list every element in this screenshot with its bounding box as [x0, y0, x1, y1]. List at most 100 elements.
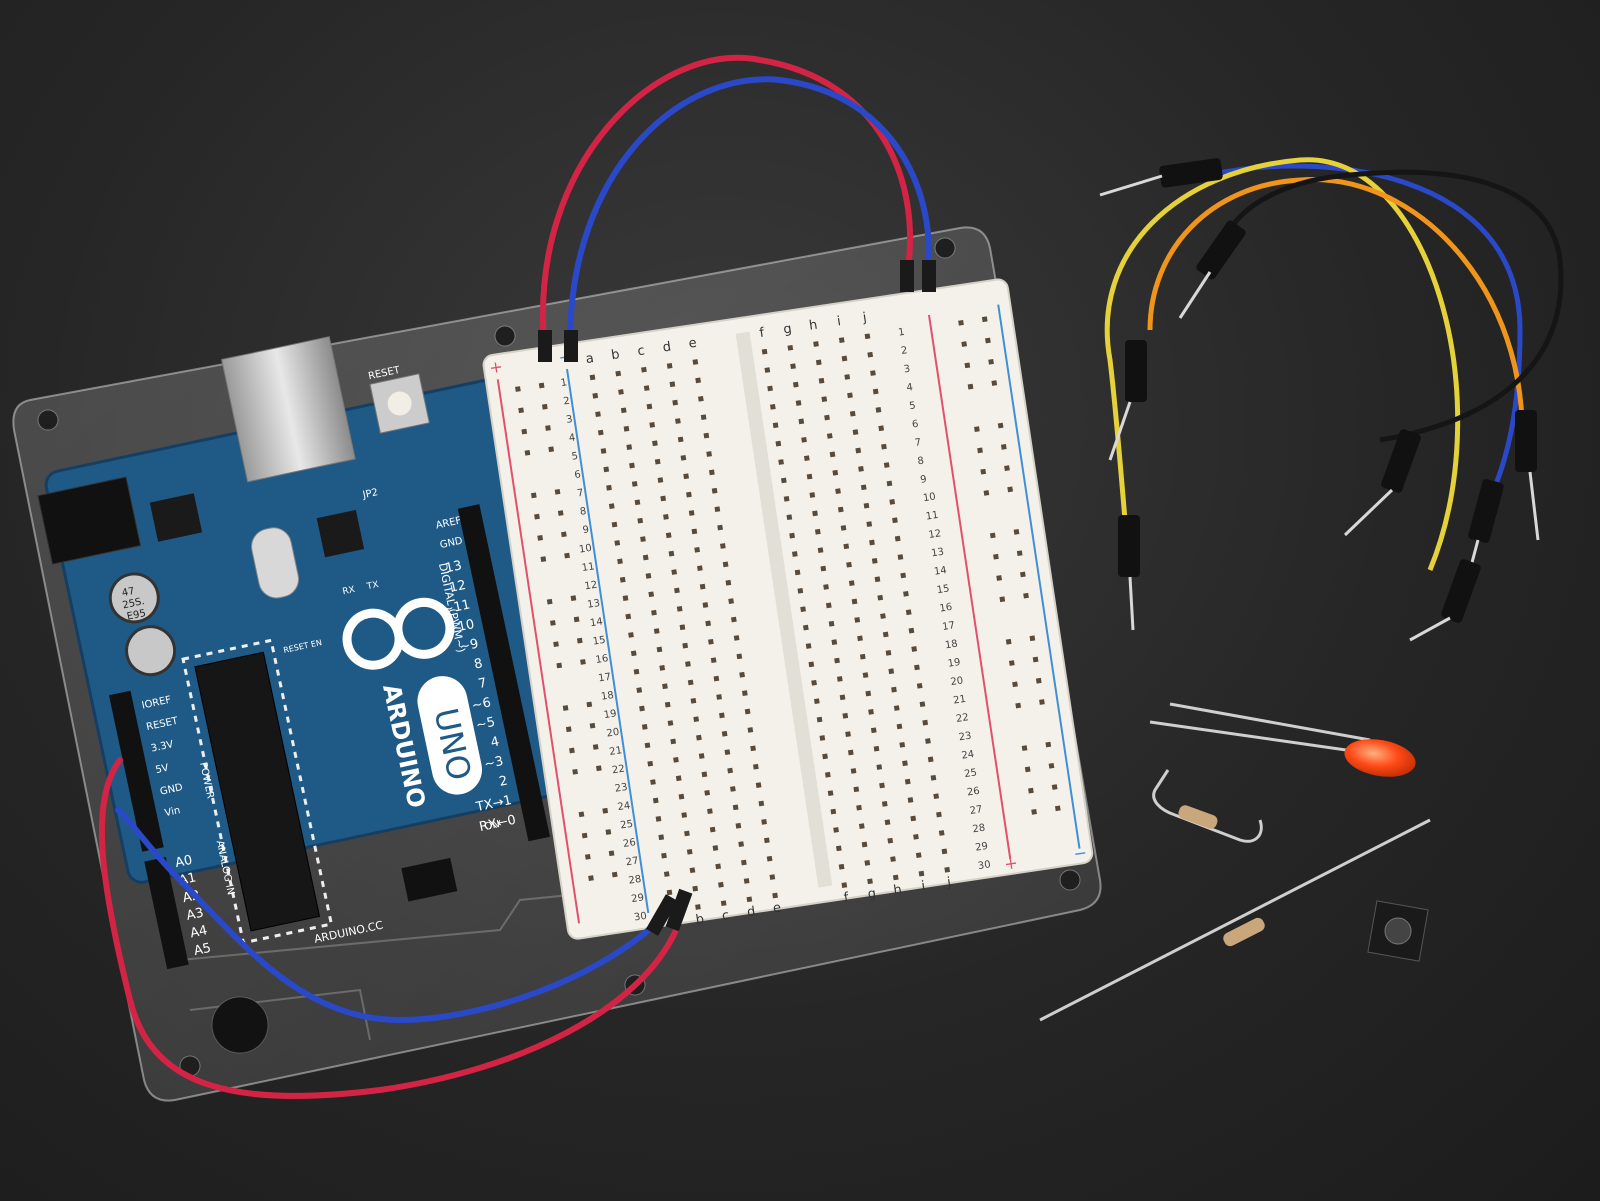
wire-pin [1128, 576, 1135, 631]
mounting-hole [494, 325, 516, 347]
breadboard-hole [853, 786, 860, 793]
rail-hole [961, 341, 968, 347]
wire-connector [1159, 158, 1223, 188]
rail-hole [561, 531, 567, 538]
mounting-hole [37, 409, 59, 431]
row-number-left: 24 [617, 800, 631, 813]
breadboard-hole [919, 701, 926, 708]
power-rail-minus [566, 368, 650, 914]
breadboard-hole [862, 672, 869, 678]
rail-hole [1051, 784, 1058, 790]
row-number-right: 5 [909, 400, 917, 412]
breadboard-hole [892, 517, 898, 524]
breadboard-hole [707, 808, 713, 815]
breadboard-hole [875, 407, 882, 413]
breadboard-hole [608, 503, 615, 509]
breadboard-hole [890, 856, 896, 862]
breadboard-hole [689, 867, 696, 874]
digital-pin-label: 2 [498, 773, 509, 789]
reset-button-cap[interactable] [385, 389, 413, 417]
usb-b-port [221, 336, 356, 483]
breadboard-hole [914, 664, 920, 671]
voltage-regulator [149, 493, 203, 542]
power-rail-minus [997, 304, 1081, 849]
column-letter-bottom: e [772, 900, 782, 916]
rail-hole [989, 532, 996, 539]
breadboard-hole [814, 528, 821, 535]
row-number-left: 19 [603, 708, 617, 721]
breadboard-hole [744, 708, 751, 715]
row-number-right: 8 [917, 456, 925, 468]
breadboard-hole [666, 363, 673, 369]
row-number-left: 14 [589, 616, 603, 629]
breadboard-hole [824, 414, 830, 421]
breadboard-hole [835, 845, 842, 852]
breadboard-hole [941, 848, 948, 855]
breadboard-hole [603, 466, 610, 473]
breadboard-hole [669, 381, 676, 388]
rail-hole [546, 598, 553, 605]
rail-hole [1024, 766, 1031, 773]
breadboard-hole [850, 768, 857, 774]
rail-hole [548, 446, 555, 453]
breadboard-hole [656, 646, 663, 653]
breadboard-hole [886, 480, 893, 487]
rail-hole [541, 403, 548, 410]
breadboard-hole [944, 866, 951, 873]
digital-pin-label: ~11 [442, 597, 472, 617]
digital-pin-label: 8 [473, 656, 484, 672]
column-letter-top: i [836, 314, 842, 329]
row-number-right: 27 [969, 804, 983, 817]
breadboard-hole [648, 591, 655, 598]
power-pin-label: Vin [164, 805, 182, 819]
rail-hole [1054, 805, 1061, 812]
led-bulb [1344, 739, 1416, 777]
row-number-right: 1 [898, 327, 906, 339]
breadboard-hole [815, 359, 822, 366]
uno-badge [417, 676, 483, 795]
straight-resistor [1039, 818, 1431, 1022]
breadboard-hole [623, 425, 630, 432]
jumper-wire-pin [922, 260, 936, 292]
breadboard-hole [683, 473, 689, 480]
breadboard-hole [831, 639, 838, 645]
row-number-left: 21 [609, 745, 623, 758]
breadboard-hole [625, 613, 632, 620]
breadboard-hole [692, 885, 699, 892]
usb-chip [316, 509, 365, 558]
breadboard-hole [649, 422, 656, 428]
rail-hole [572, 768, 578, 775]
breadboard-hole [677, 436, 684, 443]
breadboard-hole [693, 716, 700, 723]
breadboard-hole [938, 830, 945, 836]
arduino-uno: RESET 47 25S. E95 ARDUINO UNO ARDUINO.CC… [37, 336, 600, 970]
rail-hole [1005, 638, 1012, 645]
breadboard-hole [597, 429, 604, 436]
rail-hole [1008, 660, 1015, 666]
rail-hole [977, 447, 983, 454]
rail-hole [569, 747, 575, 754]
breadboard-hole [699, 583, 706, 590]
breadboard-hole [845, 731, 851, 737]
row-number-left: 30 [633, 911, 647, 924]
row-number-right: 23 [958, 731, 972, 744]
rail-hole [570, 595, 577, 601]
rail-hole [1021, 745, 1028, 751]
breadboard-hole [636, 687, 643, 693]
breadboard-hole [872, 388, 879, 395]
breadboard-hole [900, 572, 907, 579]
rail-hole [581, 832, 588, 839]
breadboard-hole [652, 797, 659, 804]
breadboard-hole [772, 892, 778, 899]
breadboard-hole [617, 558, 623, 565]
power-pin-label: 5V [155, 763, 170, 777]
breadboard-hole [618, 389, 624, 395]
breadboard-hole [611, 521, 618, 528]
column-letter-bottom: h [893, 882, 903, 898]
digital-pin-label: ~5 [475, 715, 497, 734]
breadboard-hole [720, 543, 726, 549]
breadboard-hole [644, 742, 651, 749]
column-letter-bottom: c [721, 908, 730, 924]
breadboard-hole [679, 624, 686, 631]
breadboard-hole [830, 808, 837, 815]
